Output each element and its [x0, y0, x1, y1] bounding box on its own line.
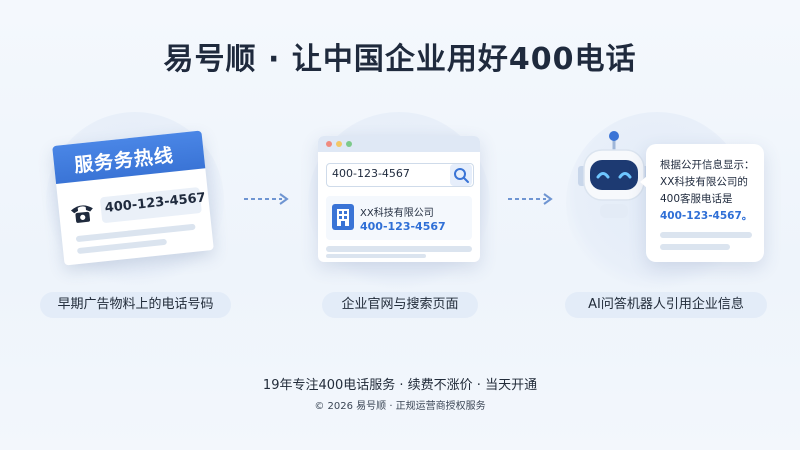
search-input-value: 400-123-4567 — [332, 167, 410, 180]
poster-text-line — [76, 238, 168, 255]
footer-copyright: © 2026 易号顺 · 正规运营商授权服务 — [314, 401, 486, 412]
result-text-line — [326, 254, 426, 258]
arrow-right-icon — [244, 193, 289, 205]
panel-ad-caption: 早期广告物料上的电话号码 — [40, 292, 231, 318]
window-dot — [336, 141, 342, 147]
browser-window: 400-123-4567 XX科技有限公司 400-123-4567 — [318, 136, 480, 262]
building-icon — [332, 204, 354, 230]
window-dot — [326, 141, 332, 147]
search-icon — [454, 168, 469, 183]
poster-banner-text: 服务务热线 — [73, 144, 175, 177]
result-company-number: 400-123-4567 — [360, 220, 446, 233]
ai-answer-bubble — [646, 144, 764, 262]
bubble-line: 根据公开信息显示： — [660, 159, 755, 171]
browser-titlebar — [318, 136, 480, 152]
bubble-phone-number: 400-123-4567。 — [660, 210, 753, 222]
window-dot — [346, 141, 352, 147]
search-button[interactable] — [450, 164, 472, 186]
page-title: 易号顺 · 让中国企业用好400电话 — [163, 42, 637, 77]
bubble-line: 400客服电话是 — [660, 193, 733, 205]
ad-poster: 服务务热线 400-123-4567 — [52, 130, 214, 266]
bubble-text-line — [660, 232, 752, 238]
phone-icon — [70, 205, 93, 223]
result-company-name: XX科技有限公司 — [360, 208, 434, 219]
panel-ai-caption: AI问答机器人引用企业信息 — [565, 292, 767, 318]
result-text-line — [326, 246, 472, 252]
arrow-right-icon — [508, 193, 553, 205]
bubble-line: XX科技有限公司的 — [660, 176, 748, 188]
footer-tagline: 19年专注400电话服务 · 续费不涨价 · 当天开通 — [262, 378, 538, 393]
bubble-tail — [640, 176, 647, 188]
poster-text-line — [75, 223, 196, 243]
panel-web-caption: 企业官网与搜索页面 — [322, 292, 478, 318]
bubble-text-line — [660, 244, 730, 250]
search-input[interactable] — [326, 163, 474, 187]
